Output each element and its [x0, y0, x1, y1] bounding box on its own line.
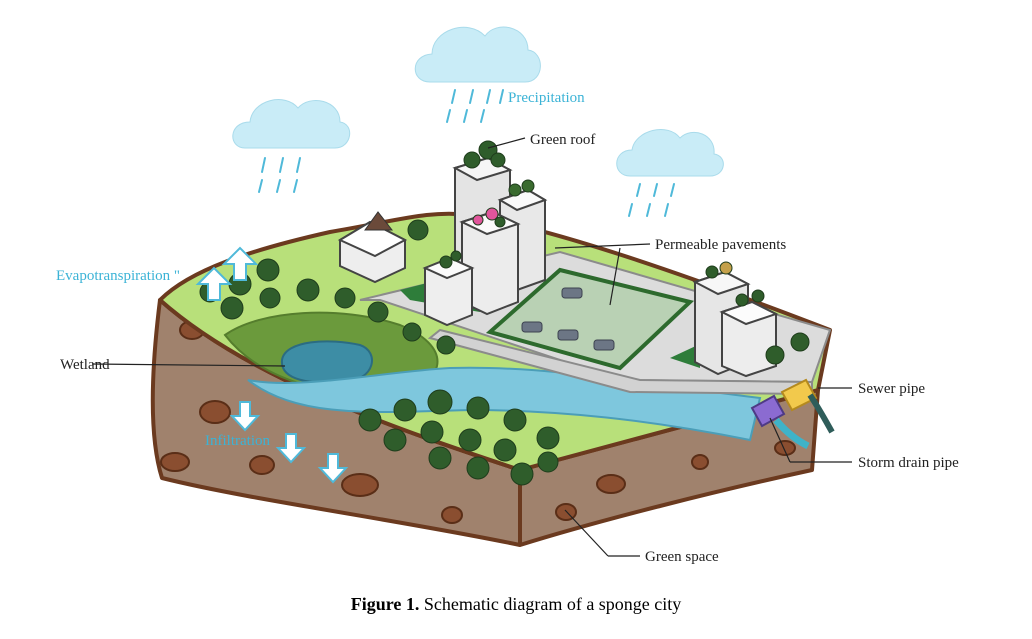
- label-infiltration: Infiltration: [205, 433, 270, 449]
- label-sewer-pipe: Sewer pipe: [858, 381, 925, 397]
- permeable-pavement-lot: [485, 267, 695, 371]
- rain-right: [628, 183, 675, 217]
- infiltration-arrows: [229, 401, 349, 484]
- label-permeable-pavements: Permeable pavements: [655, 237, 786, 253]
- label-evapotranspiration: Evapotranspiration ": [56, 268, 180, 284]
- building-short: [422, 256, 475, 327]
- building-right-pair: [692, 270, 779, 378]
- soil-stones: [160, 320, 796, 524]
- label-wetland: Wetland: [60, 357, 110, 373]
- label-storm-drain-pipe: Storm drain pipe: [858, 455, 959, 471]
- cloud-right: [616, 129, 724, 177]
- label-green-roof: Green roof: [530, 132, 595, 148]
- cloud-left: [232, 99, 350, 149]
- storm-drain-pipe: [750, 394, 810, 450]
- label-precipitation: Precipitation: [508, 90, 585, 106]
- green-roof-trees: [439, 140, 765, 307]
- figure-number: Figure 1.: [350, 594, 420, 614]
- sewer-pipe: [780, 378, 835, 434]
- evapotranspiration-arrows: [195, 246, 259, 301]
- rain-left: [258, 157, 301, 193]
- small-house: [337, 211, 408, 284]
- ground-trees: [199, 219, 810, 486]
- label-green-space: Green space: [645, 549, 719, 565]
- rain-top: [446, 89, 504, 123]
- cloud-top: [414, 26, 541, 83]
- leader-lines: [91, 137, 852, 557]
- figure-caption-text: Schematic diagram of a sponge city: [423, 594, 682, 614]
- figure-caption: Figure 1. Schematic diagram of a sponge …: [0, 594, 1032, 615]
